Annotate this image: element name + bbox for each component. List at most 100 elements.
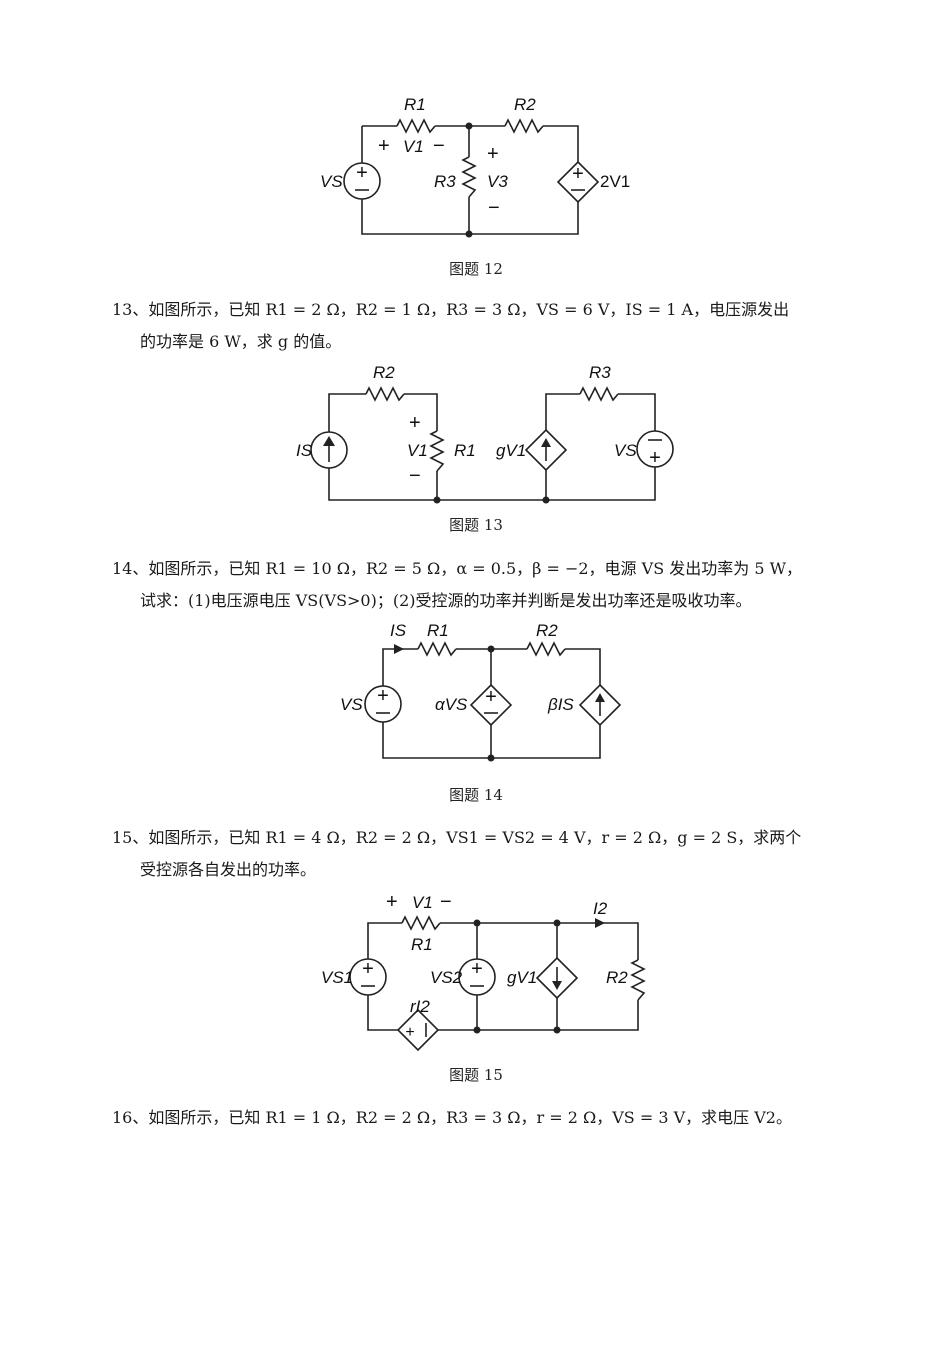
label-r3: R3	[589, 363, 611, 382]
v3-plus: +	[487, 143, 499, 165]
label-i2: I2	[593, 899, 608, 918]
label-r2: R2	[606, 968, 628, 987]
resistor-r1	[401, 915, 441, 931]
dependent-current-source	[578, 683, 622, 727]
resistor-r2	[526, 641, 566, 657]
node-dot	[473, 919, 481, 927]
problem-14-line1: 如图所示，已知 R1 = 10 Ω，R2 = 5 Ω，α = 0.5，β = −…	[148, 559, 803, 578]
arrow-up-icon	[595, 693, 605, 716]
v3-minus: −	[488, 197, 500, 219]
problem-14-number: 14、	[112, 559, 149, 578]
resistor-r1	[429, 430, 445, 472]
resistor-r3	[579, 386, 619, 402]
label-v3: V3	[487, 172, 508, 191]
vs-plus-symbol: +	[649, 447, 661, 469]
dependent-voltage-source-ri2	[396, 1008, 440, 1052]
label-vs1: VS1	[321, 968, 353, 987]
dep-plus-symbol: +	[572, 163, 584, 185]
resistor-r2	[365, 386, 405, 402]
figure-12-caption: 图题 12	[449, 260, 503, 278]
problem-13: 13、如图所示，已知 R1 = 2 Ω，R2 = 1 Ω，R3 = 3 Ω，VS…	[112, 294, 852, 358]
circuit-12-diagram: + + R1 R2 R3 VS + V1 − + V3 − 2V1	[320, 95, 630, 238]
node-dot	[553, 919, 561, 927]
problem-13-line1: 如图所示，已知 R1 = 2 Ω，R2 = 1 Ω，R3 = 3 Ω，VS = …	[148, 300, 790, 319]
problem-13-line2: 的功率是 6 W，求 g 的值。	[140, 332, 342, 351]
label-dep: 2V1	[600, 172, 630, 191]
label-ri2: rI2	[410, 997, 430, 1016]
problem-14: 14、如图所示，已知 R1 = 10 Ω，R2 = 5 Ω，α = 0.5，β …	[112, 553, 852, 617]
label-v1: V1	[412, 893, 433, 912]
voltage-source-vs	[636, 430, 674, 468]
label-is: IS	[390, 621, 407, 640]
vs-plus-symbol: +	[377, 685, 389, 707]
node-dot	[487, 645, 495, 653]
circuit-figure-13: + R2 R3 R1 IS VS gV1 + V1 −	[0, 360, 952, 510]
wires	[328, 393, 656, 501]
problem-15: 15、如图所示，已知 R1 = 4 Ω，R2 = 2 Ω，VS1 = VS2 =…	[112, 822, 852, 886]
arrow-right-icon	[394, 644, 404, 654]
vs2-plus-symbol: +	[471, 958, 483, 980]
voltage-source-vs	[364, 685, 402, 723]
problem-16-number: 16、	[112, 1108, 149, 1127]
circuit-14-diagram: + + IS R1 R2 VS αVS βIS	[340, 621, 622, 762]
arrow-up-icon	[323, 436, 335, 462]
circuit-figure-15: + + + + V1 − R1 VS1 VS2 gV1 R2 I2 rI2	[0, 888, 952, 1052]
label-vs: VS	[340, 695, 363, 714]
current-source-is	[310, 431, 348, 469]
node-dot	[465, 122, 473, 130]
label-dep: gV1	[496, 441, 526, 460]
label-r2: R2	[536, 621, 558, 640]
label-r2: R2	[373, 363, 395, 382]
dep-plus-symbol: +	[485, 686, 497, 708]
label-vs: VS	[614, 441, 637, 460]
dependent-current-source	[524, 428, 568, 472]
ri2-plus-symbol: +	[405, 1024, 414, 1041]
resistor-r3	[461, 156, 477, 198]
label-dep: gV1	[507, 968, 537, 987]
label-r1: R1	[411, 935, 433, 954]
circuit-15-diagram: + + + + V1 − R1 VS1 VS2 gV1 R2 I2 rI2	[321, 891, 646, 1052]
node-dot	[487, 754, 495, 762]
problem-15-line1: 如图所示，已知 R1 = 4 Ω，R2 = 2 Ω，VS1 = VS2 = 4 …	[148, 828, 802, 847]
circuit-figure-14: + + IS R1 R2 VS αVS βIS	[0, 618, 952, 768]
figure-15-caption: 图题 15	[449, 1066, 503, 1084]
label-r2: R2	[514, 95, 536, 114]
node-dot	[433, 496, 441, 504]
label-dep-v: αVS	[435, 695, 468, 714]
problem-15-number: 15、	[112, 828, 149, 847]
figure-14-caption: 图题 14	[449, 786, 503, 804]
label-v1: V1	[403, 137, 424, 156]
figure-13-caption: 图题 13	[449, 516, 503, 534]
v1-minus: −	[440, 891, 452, 913]
vs-plus-symbol: +	[356, 162, 368, 184]
problem-14-line2: 试求：(1)电压源电压 VS(VS>0)；(2)受控源的功率并判断是发出功率还是…	[140, 591, 752, 610]
circuit-figure-12: + + R1 R2 R3 VS + V1 − + V3 − 2V1	[0, 90, 952, 250]
label-r1: R1	[427, 621, 449, 640]
dependent-voltage-source	[469, 683, 513, 727]
resistor-r1	[417, 641, 457, 657]
arrow-down-icon	[552, 967, 562, 990]
problem-16: 16、如图所示，已知 R1 = 1 Ω，R2 = 2 Ω，R3 = 3 Ω，r …	[112, 1102, 852, 1134]
node-dot	[542, 496, 550, 504]
dependent-current-source	[535, 956, 579, 1000]
label-r3: R3	[434, 172, 456, 191]
label-dep-i: βIS	[547, 695, 574, 714]
wires	[367, 922, 639, 1031]
voltage-source-vs1	[349, 958, 387, 996]
v1-plus: +	[386, 891, 398, 913]
label-r1: R1	[404, 95, 426, 114]
problem-15-line2: 受控源各自发出的功率。	[140, 860, 317, 879]
label-r1: R1	[454, 441, 476, 460]
resistor-r2	[630, 959, 646, 1001]
vs1-plus-symbol: +	[362, 958, 374, 980]
label-is: IS	[296, 441, 313, 460]
dependent-voltage-source	[556, 160, 600, 204]
voltage-source-vs2	[458, 958, 496, 996]
voltage-source-vs	[343, 162, 381, 200]
circuit-13-diagram: + R2 R3 R1 IS VS gV1 + V1 −	[296, 363, 674, 504]
problem-13-number: 13、	[112, 300, 149, 319]
node-dot	[473, 1026, 481, 1034]
resistor-r1	[396, 118, 436, 134]
label-v1: V1	[407, 441, 428, 460]
v1-plus: +	[378, 135, 390, 157]
